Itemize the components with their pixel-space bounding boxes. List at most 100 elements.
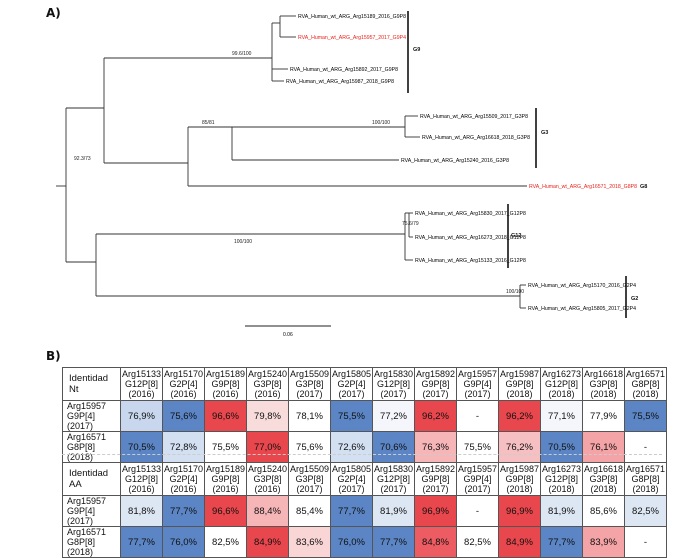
leaf-labels: RVA_Human_wt_ARG_Arg15189_2016_G9P8 RVA_… (286, 14, 637, 312)
identity-cell: - (456, 400, 499, 432)
clade-name-g2: G2 (631, 296, 638, 302)
identity-cell: 78,1% (288, 400, 331, 432)
identity-cell: 77,1% (540, 400, 583, 432)
identity-cell: 96,6% (204, 400, 247, 432)
identity-cell: 83,9% (582, 526, 625, 558)
clade-names: G9 G3 G8 G12 G2 (413, 47, 647, 302)
identity-cell: 81,8% (120, 495, 163, 527)
leaf-label: RVA_Human_wt_ARG_Arg15133_2016_G12P8 (415, 258, 526, 264)
identity-cell: 76,1% (582, 431, 625, 463)
table-separator (62, 454, 662, 463)
leaf-label: RVA_Human_wt_ARG_Arg15805_2017_G2P4 (528, 306, 636, 312)
leaf-label: RVA_Human_wt_ARG_Arg15189_2016_G9P8 (298, 14, 406, 20)
identity-cell: 77,7% (372, 526, 415, 558)
identity-cell: 96,6% (204, 495, 247, 527)
identity-cell: 81,9% (372, 495, 415, 527)
clade-bars (407, 11, 627, 318)
identity-cell: 77,7% (120, 526, 163, 558)
support-value: 100/100 (234, 239, 252, 245)
identity-cell: 77,7% (540, 526, 583, 558)
identity-cell: 85,6% (582, 495, 625, 527)
clade-name-g8: G8 (640, 184, 647, 190)
identity-cell: 75,6% (162, 400, 205, 432)
identity-cell: 79,8% (246, 400, 289, 432)
clade-name-g12: G12 (511, 233, 521, 239)
tree-branches (56, 15, 527, 309)
leaf-label: RVA_Human_wt_ARG_Arg16618_2018_G3P8 (422, 135, 530, 141)
identity-cell: 82,5% (624, 495, 667, 527)
leaf-label: RVA_Human_wt_ARG_Arg15170_2016_G2P4 (528, 283, 636, 289)
identity-cell: 82,5% (204, 526, 247, 558)
leaf-label: RVA_Human_wt_ARG_Arg16273_2018_G12P8 (415, 235, 526, 241)
identity-cell: 76,0% (162, 526, 205, 558)
identity-cell: 77,9% (582, 400, 625, 432)
support-values: 99.6/100 85/81 100/100 92.3/73 75.6/79 1… (74, 51, 524, 295)
panel-b-label: B) (46, 349, 61, 363)
identity-cell: 72,6% (330, 431, 373, 463)
identity-cell: 77,7% (162, 495, 205, 527)
identity-cell: 75,5% (624, 400, 667, 432)
leaf-label: RVA_Human_wt_ARG_Arg15892_2017_G9P8 (290, 67, 398, 73)
leaf-label: RVA_Human_wt_ARG_Arg15509_2017_G3P8 (420, 114, 528, 120)
identity-cell: 76,9% (120, 400, 163, 432)
table-title: Identidad AA (62, 462, 121, 496)
table-title: Identidad Nt (62, 367, 121, 401)
identity-cell: 70,6% (372, 431, 415, 463)
support-value: 85/81 (202, 120, 215, 126)
identity-cell: 84,8% (414, 526, 457, 558)
identity-cell: 75,6% (288, 431, 331, 463)
identity-cell: 85,4% (288, 495, 331, 527)
support-value: 92.3/73 (74, 156, 91, 162)
support-value: 100/100 (506, 289, 524, 295)
leaf-label: RVA_Human_wt_ARG_Arg15830_2017_G12P8 (415, 211, 526, 217)
identity-cell: 83,6% (288, 526, 331, 558)
leaf-label: RVA_Human_wt_ARG_Arg15240_2016_G3P8 (401, 158, 509, 164)
identity-cell: 96,9% (414, 495, 457, 527)
clade-name-g3: G3 (541, 130, 548, 136)
identity-cell: 96,2% (498, 400, 541, 432)
scale-bar-label: 0.06 (283, 332, 293, 338)
identity-cell: 76,0% (330, 526, 373, 558)
support-value: 100/100 (372, 120, 390, 126)
leaf-label: RVA_Human_wt_ARG_Arg16571_2018_G8P8 (529, 184, 637, 190)
identity-cell: 84,9% (498, 526, 541, 558)
identity-cell: - (624, 431, 667, 463)
identity-cell: 77,2% (372, 400, 415, 432)
identity-cell: 77,7% (330, 495, 373, 527)
identity-cell: 75,5% (330, 400, 373, 432)
phylogenetic-tree: RVA_Human_wt_ARG_Arg15189_2016_G9P8 RVA_… (56, 11, 647, 338)
